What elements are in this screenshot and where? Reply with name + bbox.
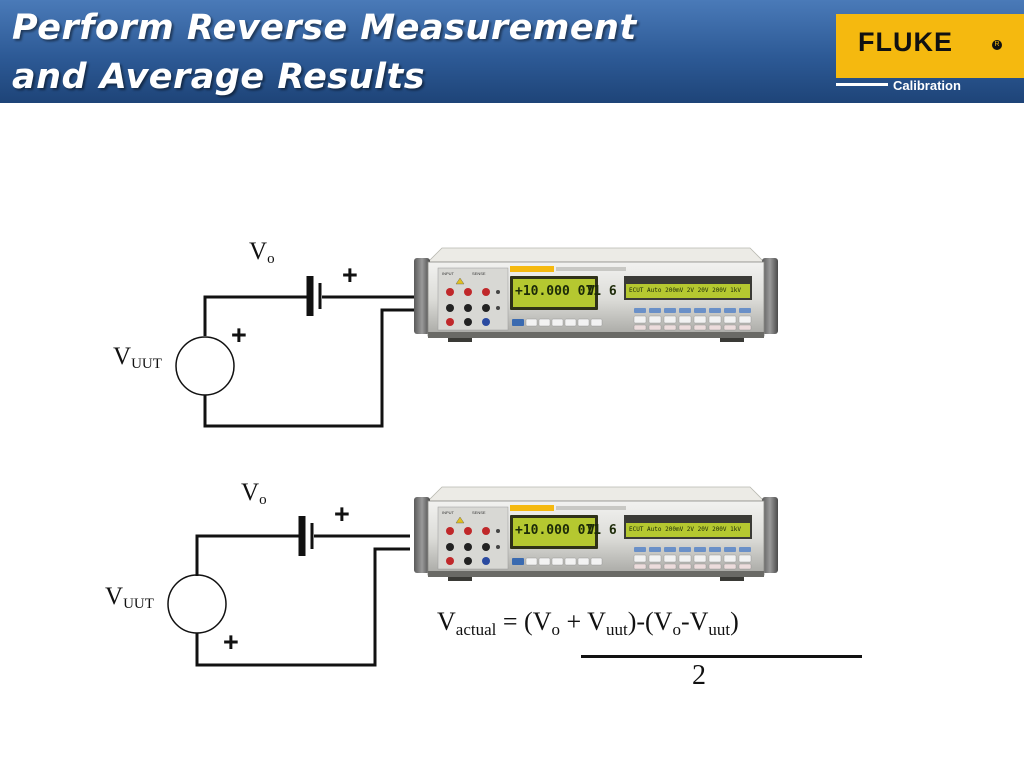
slide-title-line-2: and Average Results <box>12 57 426 97</box>
circuit-1 <box>175 276 416 428</box>
circuit-2-meter-unit: V <box>587 523 595 538</box>
circuit-1-vuut-label: VUUT <box>113 343 162 372</box>
circuit-2-vuut-label: VUUT <box>105 583 154 612</box>
circuit-1-meter-reading: +10.000 071 6 <box>515 284 617 299</box>
circuit-1-vuut-source <box>175 336 235 396</box>
circuit-1-source-plus: + <box>231 320 247 350</box>
circuit-2-top-wire <box>195 534 299 576</box>
average-formula-numerator: Vactual = (Vo + Vuut)-(Vo-Vuut) <box>437 607 739 639</box>
circuit-1-battery-plus: + <box>342 260 358 290</box>
circuit-2-battery-plus: + <box>334 499 350 529</box>
fluke-logo-subtitle: Calibration <box>893 78 961 93</box>
circuit-1-top-wire <box>203 295 307 336</box>
circuit-2 <box>167 516 410 667</box>
fluke-logo-text: FLUKE <box>858 27 953 57</box>
slide-title-line-1: Perform Reverse Measurement <box>12 8 637 48</box>
circuit-1-bottom-wire <box>203 308 416 428</box>
formula-denominator: 2 <box>692 660 706 691</box>
circuit-1-meter-status: ECUT Auto 200mV 2V 20V 200V 1kV <box>629 287 741 294</box>
circuit-2-vo-label: Vo <box>241 479 267 508</box>
circuit-1-vo-label: Vo <box>249 238 275 267</box>
registered-icon: R <box>992 40 1002 50</box>
circuit-2-bottom-wire <box>195 547 410 667</box>
logo-divider <box>836 83 888 86</box>
circuit-2-meter-reading: +10.000 071 6 <box>515 523 617 538</box>
title-bar: Perform Reverse Measurement and Average … <box>0 0 1024 103</box>
slide-title: Perform Reverse Measurement and Average … <box>12 4 637 102</box>
circuit-2-vuut-source <box>167 574 227 634</box>
circuit-1-meter-unit: V <box>587 284 595 299</box>
fraction-bar <box>581 655 862 658</box>
circuit-2-meter-status: ECUT Auto 200mV 2V 20V 200V 1kV <box>629 526 741 533</box>
circuit-2-source-plus: + <box>223 627 239 657</box>
